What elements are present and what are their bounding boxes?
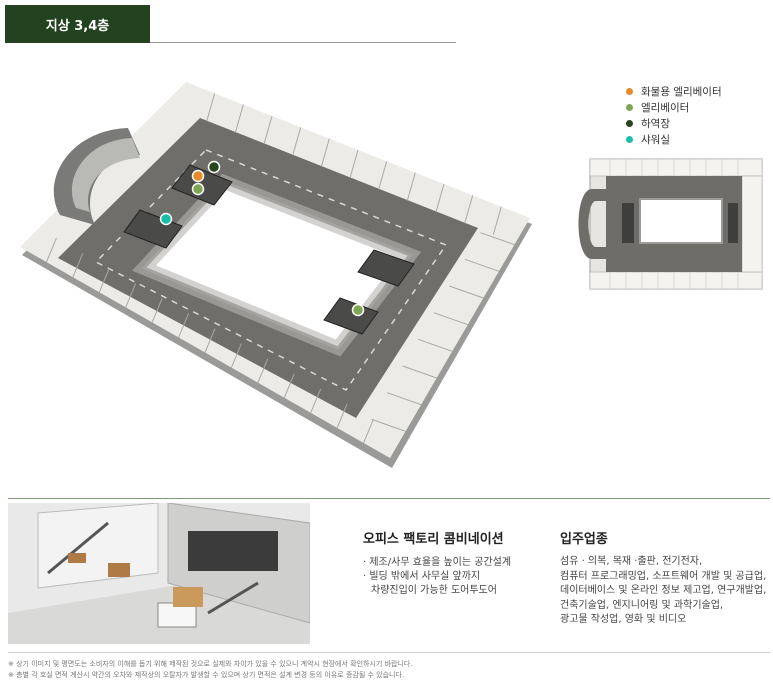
unit-divider [464, 195, 474, 224]
bullet-continuation: 차량진입이 가능한 도어투도어 [371, 585, 497, 596]
freight-elevator-dot-icon [626, 87, 633, 95]
mini-core-west [622, 203, 634, 243]
legend-item-elevator: 엘리베이터 [626, 99, 722, 115]
unit-divider [371, 418, 406, 432]
unit-divider [283, 373, 295, 398]
unit-divider [363, 418, 375, 444]
mini-east-units [741, 175, 763, 273]
loading-dock-dot-icon [626, 119, 633, 127]
unit-divider [151, 298, 163, 323]
unit-divider [206, 93, 216, 122]
footer-note: ※ 층별 각 호실 면적 계산시 약간의 오차와 제작상의 오탈자가 발생할 수… [8, 671, 405, 679]
unit-divider [125, 283, 137, 308]
floor-title-tab: 지상 3,4층 [5, 5, 150, 43]
ramp-lane [71, 138, 140, 212]
unit-divider [204, 328, 216, 353]
unit-divider [234, 104, 244, 133]
unit-divider [378, 161, 388, 190]
legend-label: 화물용 엘리베이터 [641, 85, 722, 98]
unit-divider [480, 232, 515, 246]
core-block-east [357, 249, 415, 287]
legend-item-shower: 샤워실 [626, 131, 722, 147]
unit-divider [349, 149, 359, 179]
mini-north-units [589, 158, 763, 177]
isometric-floor-plan [20, 82, 532, 468]
core-block-south [323, 297, 379, 335]
elevator-dot-icon [626, 103, 633, 111]
industry-line: 광고물 작성업, 영화 및 비디오 [560, 614, 687, 625]
floor-title: 지상 3,4층 [45, 18, 110, 34]
legend: 화물용 엘리베이터 엘리베이터 하역장 샤워실 [626, 83, 722, 147]
legend-item-freight-elevator: 화물용 엘리베이터 [626, 83, 722, 99]
title-underline [150, 42, 456, 43]
unit-divider [178, 313, 190, 338]
office-factory-title: 오피스 팩토리 콤비네이션 [363, 532, 504, 547]
shower-dot-icon [626, 135, 633, 143]
unit-divider [435, 183, 445, 213]
unit-divider [449, 285, 484, 299]
elevator-marker-south [351, 303, 365, 317]
road-lane-marking [94, 149, 448, 391]
unit-divider [492, 206, 502, 235]
unit-divider [336, 403, 348, 429]
legend-item-loading-dock: 하역장 [626, 115, 722, 131]
unit-divider [406, 172, 416, 201]
footer-divider [8, 652, 770, 653]
unit-divider [402, 365, 437, 379]
mini-south-units [589, 271, 763, 290]
legend-label: 하역장 [641, 117, 670, 130]
loading-dock-marker [207, 160, 221, 174]
unit-divider [320, 138, 330, 167]
unit-divider [263, 115, 273, 145]
mini-courtyard [639, 198, 723, 244]
industry-line: 섬유 · 의복, 목재 ·출판, 전기전자, [560, 556, 703, 567]
unit-divider [292, 127, 302, 156]
industries-list: 섬유 · 의복, 목재 ·출판, 전기전자, 컴퓨터 프로그래밍업, 소프트웨어… [560, 555, 766, 628]
legend-label: 샤워실 [641, 133, 670, 146]
unit-divider [98, 268, 110, 293]
mini-core-east [728, 203, 738, 243]
office-factory-illustration [8, 503, 310, 644]
legend-label: 엘리베이터 [641, 101, 690, 114]
bullet-item: · 제조/사무 효율을 높이는 공간설계 [363, 557, 512, 568]
industry-line: 건축기술업, 엔지니어링 및 과학기술업, [560, 599, 724, 611]
office-factory-bullets: · 제조/사무 효율을 높이는 공간설계 · 빌딩 밖에서 사무실 앞까지 차량… [363, 556, 511, 598]
industries-title: 입주업종 [560, 532, 608, 547]
unit-divider [257, 358, 269, 383]
unit-divider [433, 312, 468, 326]
mini-floor-plan [578, 158, 763, 290]
footer-note: ※ 상기 이미지 및 평면도는 소비자의 이해를 돕기 위해 제작된 것으로 실… [8, 660, 413, 668]
unit-divider [418, 338, 453, 352]
industry-line: 데이터베이스 및 온라인 정보 제고업, 연구개발업, [560, 585, 767, 596]
industry-line: 컴퓨터 프로그래밍업, 소프트웨어 개발 및 공급업, [560, 570, 767, 582]
shower-marker [159, 212, 173, 226]
unit-divider [310, 388, 322, 413]
elevator-marker-north [191, 182, 205, 196]
unit-divider [464, 258, 500, 272]
footer-notes: ※ 상기 이미지 및 평면도는 소비자의 이해를 돕기 위해 제작된 것으로 실… [8, 659, 413, 681]
unit-divider [230, 343, 242, 368]
unit-partitions [45, 93, 515, 444]
unit-divider [45, 237, 57, 263]
mini-unit-lines [609, 159, 739, 289]
unit-divider [72, 252, 84, 278]
mini-ramp [578, 189, 606, 259]
freight-elevator-marker [191, 169, 205, 183]
unit-divider [386, 392, 422, 406]
section-divider [8, 498, 770, 499]
bullet-item: · 빌딩 밖에서 사무실 앞까지 [363, 571, 481, 582]
